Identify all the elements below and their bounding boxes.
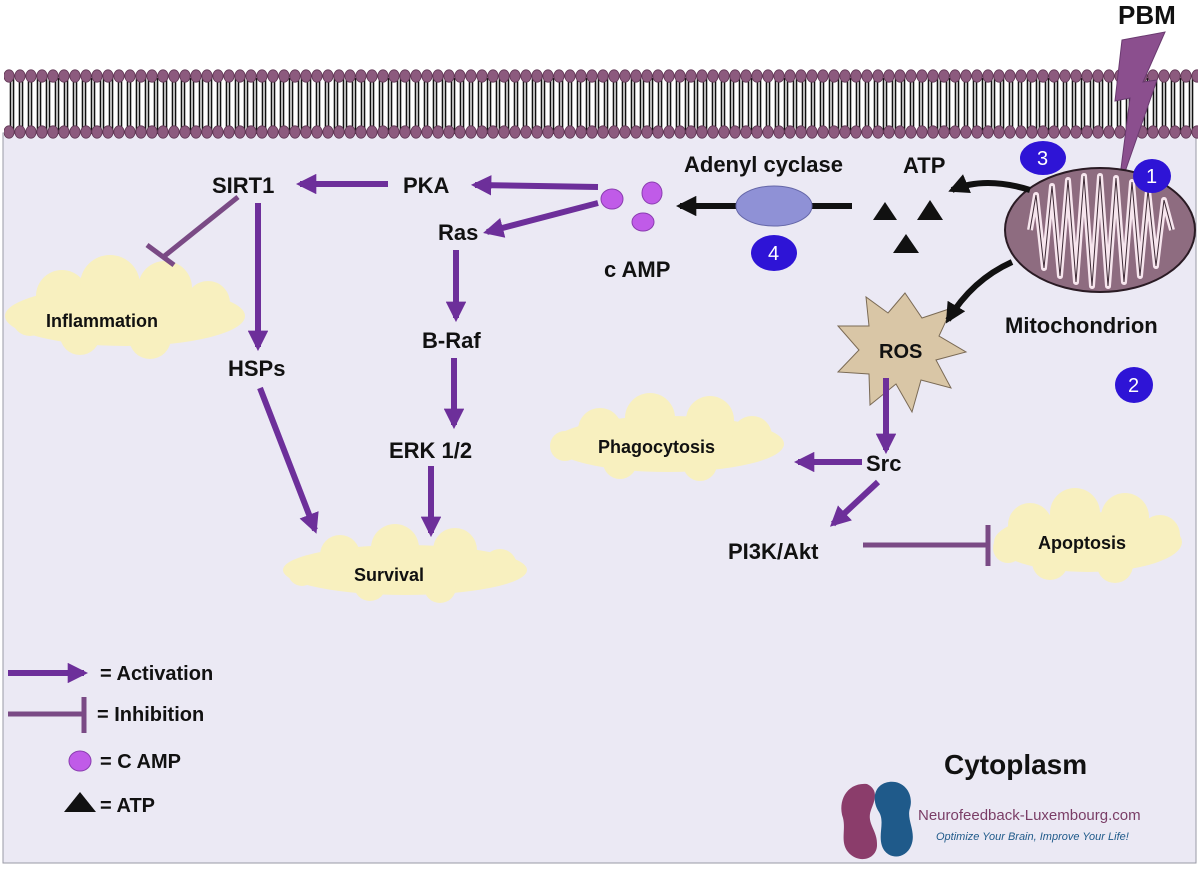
camp-molecule <box>631 212 655 232</box>
cytoplasm-label: Cytoplasm <box>944 749 1087 780</box>
ros-burst <box>836 292 968 414</box>
apoptosis-label: Apoptosis <box>1038 533 1126 553</box>
phagocytosis-label: Phagocytosis <box>598 437 715 457</box>
cell-membrane <box>4 68 1198 140</box>
legend-camp-label: = C AMP <box>100 751 181 773</box>
camp-label: c AMP <box>604 257 670 282</box>
adenyl-cyclase-enzyme <box>735 185 813 227</box>
brand-logo-left-lobe <box>841 783 878 860</box>
camp-to-ras-arrow <box>483 200 599 238</box>
step-badge-1: 1 <box>1133 159 1171 193</box>
braf-label: B-Raf <box>422 328 481 353</box>
svg-text:4: 4 <box>768 243 779 265</box>
atp-label: ATP <box>903 153 945 178</box>
survival-cloud <box>283 524 527 603</box>
sirt1-label: SIRT1 <box>212 173 274 198</box>
inflammation-label: Inflammation <box>46 311 158 331</box>
ros-label: ROS <box>879 341 922 363</box>
hsps-label: HSPs <box>228 356 285 381</box>
pbm-label: PBM <box>1118 0 1176 30</box>
mitochondrion-label: Mitochondrion <box>1005 313 1158 338</box>
brand-logo <box>841 781 913 860</box>
pbm-bolt <box>1114 31 1166 193</box>
camp-molecule <box>600 188 624 210</box>
cytoplasm-area <box>2 132 1197 864</box>
src-label: Src <box>866 451 901 476</box>
pka-label: PKA <box>403 173 450 198</box>
inhibition-bar <box>145 242 176 268</box>
legend-atp-label: = ATP <box>100 795 155 817</box>
apoptosis-cloud <box>993 488 1182 583</box>
mito-to-atp-arrow <box>948 174 1031 194</box>
brand-logo-right-lobe <box>874 781 913 857</box>
legend-inhibition-label: = Inhibition <box>97 704 204 726</box>
atp-molecule <box>873 202 897 220</box>
legend-atp-triangle <box>64 792 96 812</box>
src-to-pi3k-arrow <box>830 479 881 527</box>
step-badge-2: 2 <box>1115 367 1153 403</box>
atp-molecule <box>917 200 943 220</box>
brand-name: Neurofeedback-Luxembourg.com <box>918 807 1141 824</box>
step-badge-3: 3 <box>1020 141 1066 175</box>
legend-activation-label: = Activation <box>100 663 213 685</box>
svg-text:2: 2 <box>1128 375 1139 397</box>
legend-camp-dot <box>68 750 92 772</box>
erk-label: ERK 1/2 <box>389 438 472 463</box>
survival-label: Survival <box>354 565 424 585</box>
svg-text:1: 1 <box>1146 166 1157 188</box>
camp-molecule <box>641 181 663 205</box>
inflammation-cloud <box>5 255 245 359</box>
brand-tagline: Optimize Your Brain, Improve Your Life! <box>936 831 1129 843</box>
sirt1-inhibits-inflammation <box>160 195 240 260</box>
svg-text:3: 3 <box>1037 148 1048 170</box>
mito-to-ros-arrow <box>945 259 1014 324</box>
phagocytosis-cloud <box>550 393 784 481</box>
hsps-to-survival-arrow <box>257 386 319 534</box>
legend: = Activation = Inhibition = C AMP = ATP <box>8 662 213 817</box>
ras-label: Ras <box>438 220 478 245</box>
pi3k-akt-label: PI3K/Akt <box>728 539 819 564</box>
atp-molecule <box>893 234 919 253</box>
step-badge-4: 4 <box>751 235 797 271</box>
camp-to-pka-arrow <box>470 175 599 196</box>
adenyl-cyclase-label: Adenyl cyclase <box>684 152 843 177</box>
